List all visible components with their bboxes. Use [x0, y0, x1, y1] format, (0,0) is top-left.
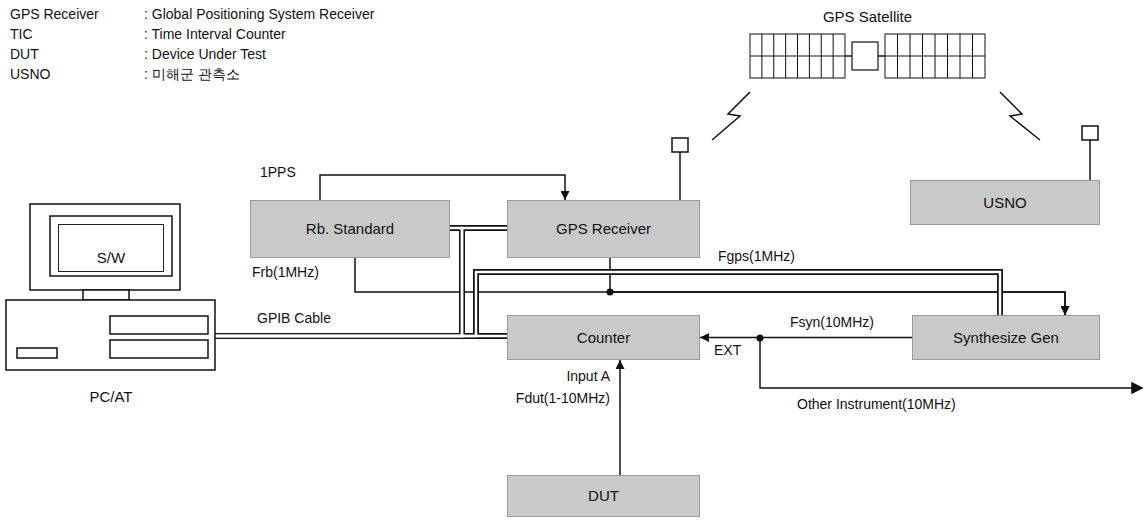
abbreviation-note: TIC [8, 26, 35, 43]
process-box: DUT [507, 475, 700, 517]
abbreviation-note: GPS Receiver [8, 6, 101, 23]
signal-line [320, 175, 565, 200]
signal-name: Fgps(1MHz) [716, 248, 797, 265]
radio-link-symbol [712, 92, 750, 140]
signal-line [610, 258, 1065, 315]
process-box: USNO [910, 180, 1100, 225]
node-label: Rb. Standard [306, 220, 394, 238]
node-label: Synthesize Gen [953, 329, 1059, 347]
abbreviation-note: : 미해군 관측소 [142, 66, 242, 83]
abbreviation-note: : Global Positioning System Receiver [142, 6, 376, 23]
antenna-mast [679, 152, 681, 200]
antenna-symbol [1082, 126, 1098, 140]
antenna-mast [1089, 140, 1091, 180]
node-label: PC/AT [5, 388, 217, 406]
node-label: GPS Satellite [745, 8, 990, 26]
signal-name: Frb(1MHz) [250, 264, 321, 281]
signal-name: 1PPS [258, 164, 298, 181]
computer-figure: PC/AT S/W [5, 198, 217, 410]
signal-name: GPIB Cable [255, 310, 333, 327]
antenna-symbol [672, 138, 688, 152]
radio-link-symbol [1000, 92, 1040, 140]
node-label: Counter [577, 329, 630, 347]
abbreviation-note: : Time Interval Counter [142, 26, 288, 43]
process-box: GPS Receiver [507, 200, 700, 258]
abbreviation-note: : Device Under Test [142, 46, 268, 63]
process-box: Synthesize Gen [912, 315, 1100, 360]
node-label: S/W [59, 249, 163, 267]
signal-name: Other Instrument(10MHz) [795, 396, 958, 413]
signal-name: EXT [712, 342, 743, 359]
screen-box: S/W [58, 224, 164, 272]
node-label: DUT [588, 487, 619, 505]
arrow-head [1132, 383, 1142, 393]
node-label: GPS Receiver [556, 220, 651, 238]
abbreviation-note: DUT [8, 46, 41, 63]
satellite-figure: GPS Satellite [745, 6, 990, 86]
process-box: Rb. Standard [250, 200, 450, 258]
signal-name: Fdut(1-10MHz) [514, 390, 612, 407]
node-label: USNO [983, 194, 1026, 212]
signal-name: Input A [564, 368, 612, 385]
abbreviation-note: USNO [8, 66, 52, 83]
signal-name: Fsyn(10MHz) [788, 314, 876, 331]
signal-line [700, 337, 912, 339]
process-box: Counter [507, 315, 700, 360]
signal-line [619, 360, 621, 475]
